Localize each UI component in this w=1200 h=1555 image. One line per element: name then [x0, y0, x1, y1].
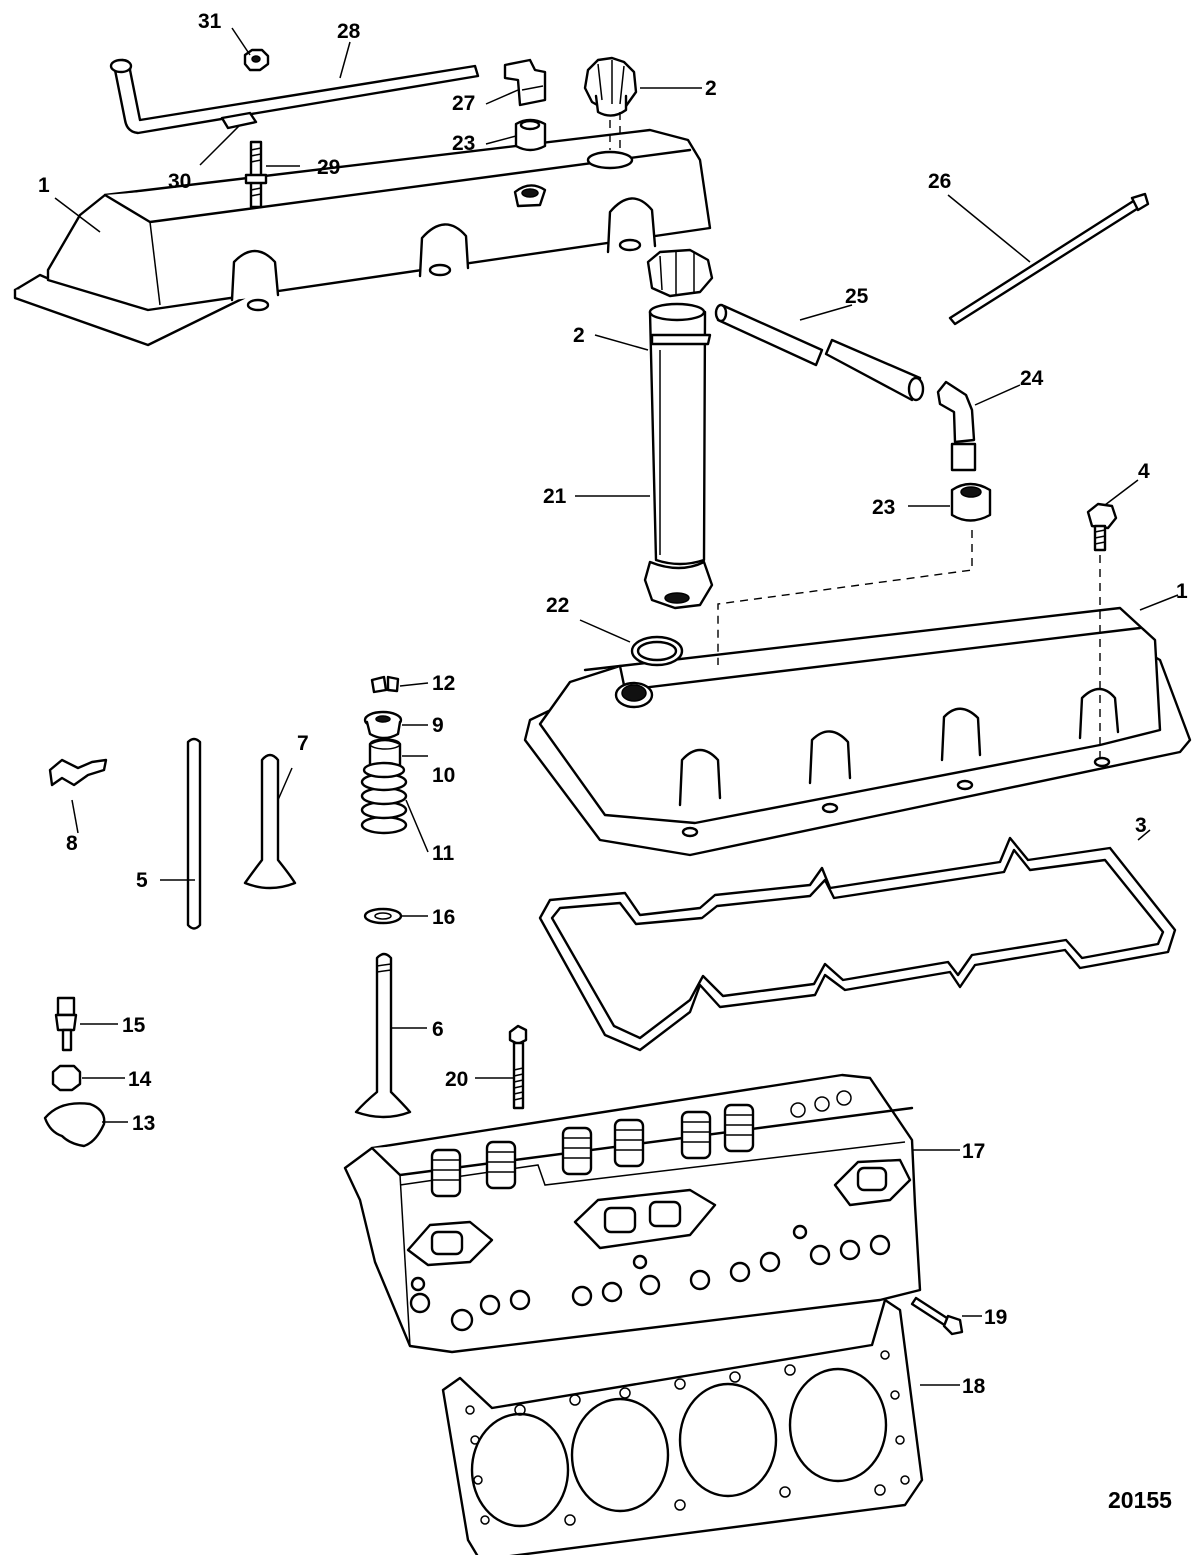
oil-fill-cap-2-middle [646, 248, 714, 298]
callout-7: 7 [297, 732, 309, 755]
oil-fill-cap-2-top [583, 56, 638, 117]
callout-20: 20 [445, 1068, 468, 1091]
callout-16: 16 [432, 906, 455, 929]
grommet-23-right [950, 482, 992, 522]
valve-cover-gasket-3 [538, 836, 1177, 1052]
grommet-alignment-line [717, 530, 973, 665]
callout-22: 22 [546, 594, 569, 617]
valve-lock-12 [370, 675, 400, 694]
cylinder-head-17 [343, 1073, 922, 1354]
callout-29: 29 [317, 156, 340, 179]
valve-cover-left [13, 128, 712, 347]
oil-fill-tube-21 [643, 302, 714, 610]
callout-11: 11 [432, 842, 455, 865]
callout-25: 25 [845, 285, 869, 308]
head-bolt-19 [910, 1296, 964, 1336]
spring-retainer-9 [363, 710, 403, 740]
head-bolt-bosses [409, 1224, 891, 1332]
rocker-arm-13 [43, 1102, 106, 1148]
tube-clip-30 [220, 111, 258, 130]
stud-29 [244, 140, 268, 209]
valve-shim-16 [363, 907, 403, 925]
callout-17: 17 [962, 1140, 985, 1163]
callout-30: 30 [168, 170, 191, 193]
callout-21: 21 [543, 485, 567, 508]
valve-spring-11 [360, 761, 408, 835]
callout-10: 10 [432, 764, 455, 787]
callout-23-right: 23 [872, 496, 895, 519]
callout-12: 12 [432, 672, 455, 695]
dipstick-26 [948, 192, 1150, 326]
pushrod-guide-8 [48, 758, 108, 787]
callout-13: 13 [132, 1112, 155, 1135]
pcv-elbow-24 [936, 380, 977, 472]
grommet-23-top [514, 118, 547, 152]
callout-4: 4 [1138, 460, 1150, 483]
callout-18: 18 [962, 1375, 986, 1398]
head-valve-springs [430, 1103, 755, 1198]
head-bolt-20 [508, 1024, 528, 1110]
callout-27: 27 [452, 92, 475, 115]
pushrod-5 [186, 737, 202, 930]
nut-31 [243, 48, 270, 72]
elbow-fitting-27 [503, 58, 547, 107]
gasket-holes [465, 1350, 910, 1526]
o-ring-22-inner [636, 640, 678, 662]
hose-25 [714, 303, 925, 402]
callout-14: 14 [128, 1068, 152, 1091]
callout-6: 6 [432, 1018, 444, 1041]
rocker-nut-14 [51, 1064, 82, 1092]
callout-2-top: 2 [705, 77, 717, 100]
callout-28: 28 [337, 20, 361, 43]
callout-26: 26 [928, 170, 951, 193]
callout-31: 31 [198, 10, 222, 33]
callout-24: 24 [1020, 367, 1044, 390]
callout-19: 19 [984, 1306, 1007, 1329]
callout-1-top: 1 [38, 174, 50, 197]
callout-3: 3 [1135, 814, 1147, 837]
callout-labels: 31 28 27 2 23 30 29 1 26 25 2 24 4 21 23… [38, 10, 1188, 1398]
callout-5: 5 [136, 869, 148, 892]
callout-23-top: 23 [452, 132, 475, 155]
rocker-stud-15 [54, 996, 78, 1052]
valve-cover-right [523, 606, 1192, 857]
callout-1-right: 1 [1176, 580, 1188, 603]
callout-8: 8 [66, 832, 78, 855]
head-gasket-18 [441, 1298, 924, 1555]
bolt-4 [1086, 502, 1118, 552]
callout-9: 9 [432, 714, 444, 737]
leader-lines [54, 27, 1179, 1386]
callout-15: 15 [122, 1014, 146, 1037]
figure-number: 20155 [1108, 1487, 1172, 1513]
intake-valve-7 [243, 753, 297, 890]
breather-tube-28 [109, 58, 480, 135]
exhaust-valve-6 [354, 952, 412, 1119]
callout-2-middle: 2 [573, 324, 585, 347]
